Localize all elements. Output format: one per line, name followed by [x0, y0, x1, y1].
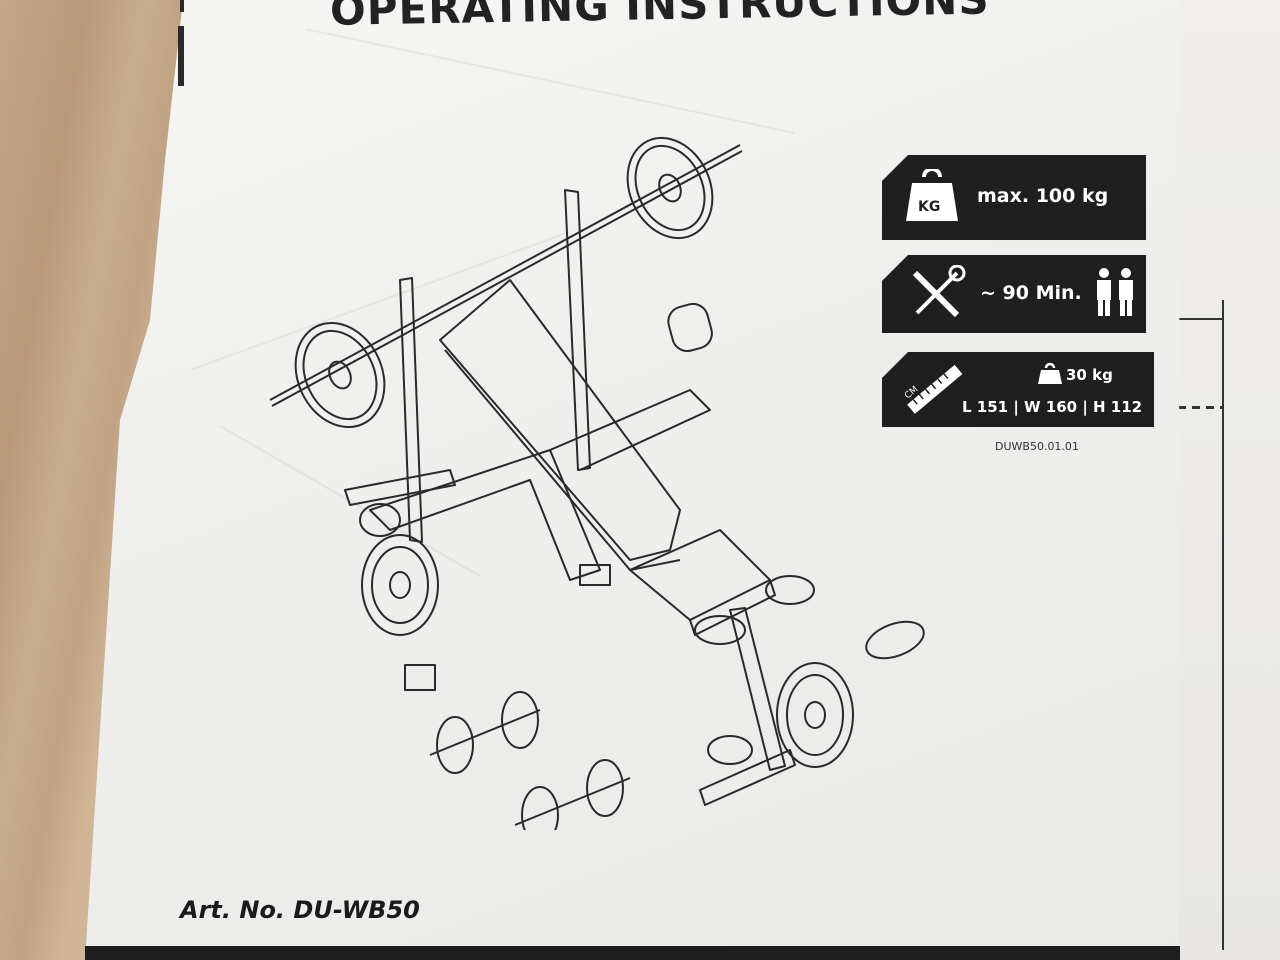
barbell-plate: [626, 136, 714, 240]
tools-icon: [912, 265, 966, 318]
max-load-panel: KG max. 100 kg: [882, 155, 1146, 240]
max-load-text: max. 100 kg: [977, 185, 1109, 207]
footer-bar: [85, 946, 1180, 960]
product-weight-text: 30 kg: [1066, 366, 1113, 384]
leg-roller: [865, 620, 925, 660]
weight-plate: [361, 534, 439, 636]
leg-roller: [707, 735, 753, 765]
weight-kg-icon: KG: [906, 169, 958, 221]
dumbbell-handle: [514, 777, 631, 826]
arm-pad: [344, 469, 456, 506]
bench-frame: [369, 449, 601, 581]
crop-mark: [180, 0, 184, 12]
dimensions-panel: CM 30 kg L 151 | W 160 | H 112: [882, 352, 1154, 427]
frame-foot: [404, 664, 436, 691]
arm-roller: [359, 503, 401, 537]
upright-left: [399, 277, 423, 543]
barbell-bar: [271, 150, 743, 407]
barbell-bar: [269, 144, 741, 401]
article-number: Art. No. DU-WB50: [180, 896, 420, 924]
leg-roller: [694, 615, 746, 645]
leg-roller: [765, 575, 815, 605]
assembly-time-panel: ~ 90 Min.: [882, 255, 1146, 333]
leg-extension: [729, 607, 786, 771]
underlying-paper-dashed-line: [1150, 406, 1222, 409]
weight-icon: [1038, 362, 1062, 384]
dimensions-text: L 151 | W 160 | H 112: [962, 398, 1143, 416]
dumbbell-plate: [586, 759, 624, 817]
frame-foot: [579, 564, 611, 586]
weight-bench-illustration: [269, 136, 925, 830]
dumbbell-handle: [429, 709, 541, 756]
dumbbell-plate: [501, 691, 539, 749]
underlying-paper-line: [1222, 300, 1224, 950]
weight-plate: [776, 662, 854, 768]
dumbbell-plate: [521, 786, 559, 830]
measuring-tape-icon: CM: [904, 364, 963, 414]
upright-right: [564, 189, 591, 471]
assembly-time-text: ~ 90 Min.: [980, 282, 1082, 304]
underlying-paper-line: [1154, 318, 1222, 320]
bench-seat: [629, 529, 771, 621]
barbell-plate: [294, 321, 386, 429]
document-code: DUWB50.01.01: [995, 440, 1079, 453]
bench-backrest: [439, 279, 681, 561]
frame-foot: [699, 749, 796, 806]
two-persons-icon: [1097, 268, 1133, 316]
leg-roller: [667, 302, 713, 353]
dumbbell-plate: [436, 716, 474, 774]
kg-label: KG: [918, 199, 940, 215]
crop-mark: [178, 26, 184, 86]
